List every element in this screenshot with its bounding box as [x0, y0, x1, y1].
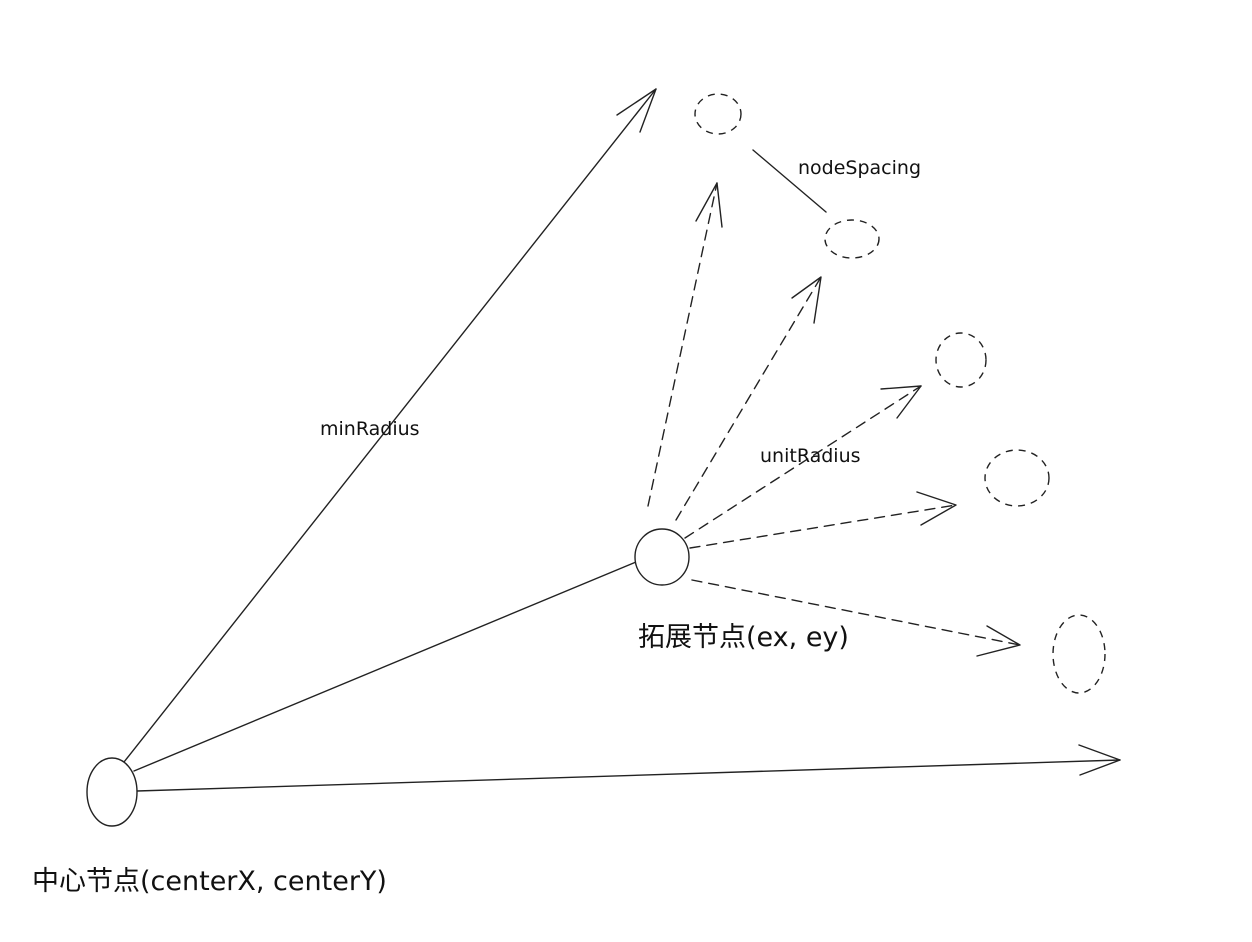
- min-radius-line: [123, 88, 657, 763]
- target-node-3: [935, 332, 987, 388]
- target-node-5: [1052, 614, 1106, 694]
- unit-radius-arrows: [647, 182, 1021, 646]
- center-node: [86, 757, 138, 827]
- unit-radius-arrow-5: [691, 579, 1021, 646]
- target-node-2: [824, 219, 880, 259]
- min-radius-label: minRadius: [320, 418, 420, 440]
- unit-radius-arrowheads: [695, 182, 1021, 657]
- target-node-1: [694, 93, 742, 135]
- unit-radius-arrow-4: [689, 504, 957, 549]
- center-to-expand-line: [133, 561, 637, 772]
- arrowhead-2: [791, 276, 822, 324]
- unit-radius-arrow-1: [647, 182, 718, 507]
- target-node-4: [984, 449, 1050, 507]
- unit-radius-label: unitRadius: [760, 445, 861, 467]
- horizontal-radius-line: [136, 759, 1121, 792]
- min-radius-arrowhead: [616, 88, 657, 133]
- target-nodes: [694, 93, 1106, 694]
- center-radius-lines: [123, 88, 1121, 792]
- horizontal-radius-arrowhead: [1078, 744, 1121, 776]
- arrowhead-3: [880, 385, 922, 419]
- unit-radius-arrow-3: [684, 385, 922, 539]
- arrowhead-5: [976, 625, 1021, 657]
- node-spacing-line: [752, 149, 827, 213]
- arrowhead-4: [916, 491, 957, 526]
- expand-node: [634, 528, 690, 586]
- center-node-label: 中心节点(centerX, centerY): [32, 866, 387, 897]
- unit-radius-arrow-2: [675, 276, 822, 521]
- expand-node-label: 拓展节点(ex, ey): [638, 622, 849, 653]
- arrowhead-1: [695, 182, 723, 228]
- node-spacing-label: nodeSpacing: [798, 157, 921, 179]
